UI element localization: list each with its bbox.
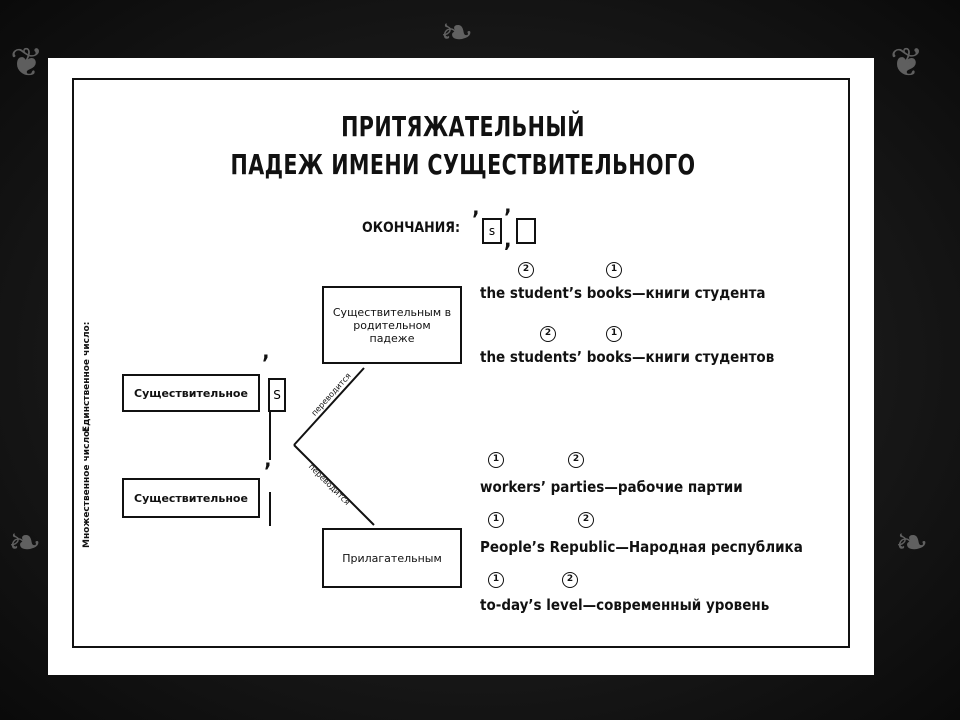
genitive-noun-box: Существительным в родительном падеже xyxy=(322,286,462,364)
example-4-text: People’s Republic—Народная республика xyxy=(480,538,803,556)
ornament-top-left-icon: ❦ xyxy=(10,40,44,86)
singular-apostrophe: ’ xyxy=(262,352,270,377)
plural-label: Множественное число: xyxy=(82,427,92,548)
ornament-left-icon: ❧ xyxy=(8,520,42,566)
endings-apostrophe-1: ’ xyxy=(472,208,480,233)
example-4-marker-b: 2 xyxy=(578,512,594,528)
ornament-top-center-icon: ❧ xyxy=(440,10,474,56)
ending-s-box: s xyxy=(482,218,502,244)
title-line-2: ПАДЕЖ ИМЕНИ СУЩЕСТВИТЕЛЬНОГО xyxy=(230,148,696,181)
plural-noun-box: Существительное xyxy=(122,478,260,518)
singular-label: Единственное число: xyxy=(82,321,92,432)
adjective-box: Прилагательным xyxy=(322,528,462,588)
slide-card: ПРИТЯЖАТЕЛЬНЫЙ ПАДЕЖ ИМЕНИ СУЩЕСТВИТЕЛЬН… xyxy=(48,58,874,675)
ending-empty-box xyxy=(516,218,536,244)
endings-label: ОКОНЧАНИЯ: xyxy=(362,220,460,236)
endings-comma: , xyxy=(504,228,512,253)
branch-to-genitive-line xyxy=(293,367,365,446)
example-2-marker-b: 1 xyxy=(606,326,622,342)
example-4-marker-a: 1 xyxy=(488,512,504,528)
example-3-marker-b: 2 xyxy=(568,452,584,468)
ornament-right-icon: ❧ xyxy=(895,520,929,566)
plural-apostrophe: ’ xyxy=(264,460,272,485)
example-1-marker-b: 1 xyxy=(606,262,622,278)
example-2-marker-a: 2 xyxy=(540,326,556,342)
example-5-marker-a: 1 xyxy=(488,572,504,588)
example-1-marker-a: 2 xyxy=(518,262,534,278)
example-5-text: to-day’s level—современный уровень xyxy=(480,596,770,614)
example-3-text: workers’ parties—рабочие партии xyxy=(480,478,743,496)
example-2-text: the students’ books—книги студентов xyxy=(480,348,775,366)
example-3-marker-a: 1 xyxy=(488,452,504,468)
diagram-frame: ПРИТЯЖАТЕЛЬНЫЙ ПАДЕЖ ИМЕНИ СУЩЕСТВИТЕЛЬН… xyxy=(72,78,850,648)
example-5-marker-b: 2 xyxy=(562,572,578,588)
branch-to-adjective-line xyxy=(293,444,375,526)
example-1-text: the student’s books—книги студента xyxy=(480,284,766,302)
title-line-1: ПРИТЯЖАТЕЛЬНЫЙ xyxy=(341,110,585,143)
s-ending-box: S xyxy=(268,378,286,412)
ornament-top-right-icon: ❦ xyxy=(890,40,924,86)
singular-noun-box: Существительное xyxy=(122,374,260,412)
endings-apostrophe-2: ’ xyxy=(504,206,512,231)
